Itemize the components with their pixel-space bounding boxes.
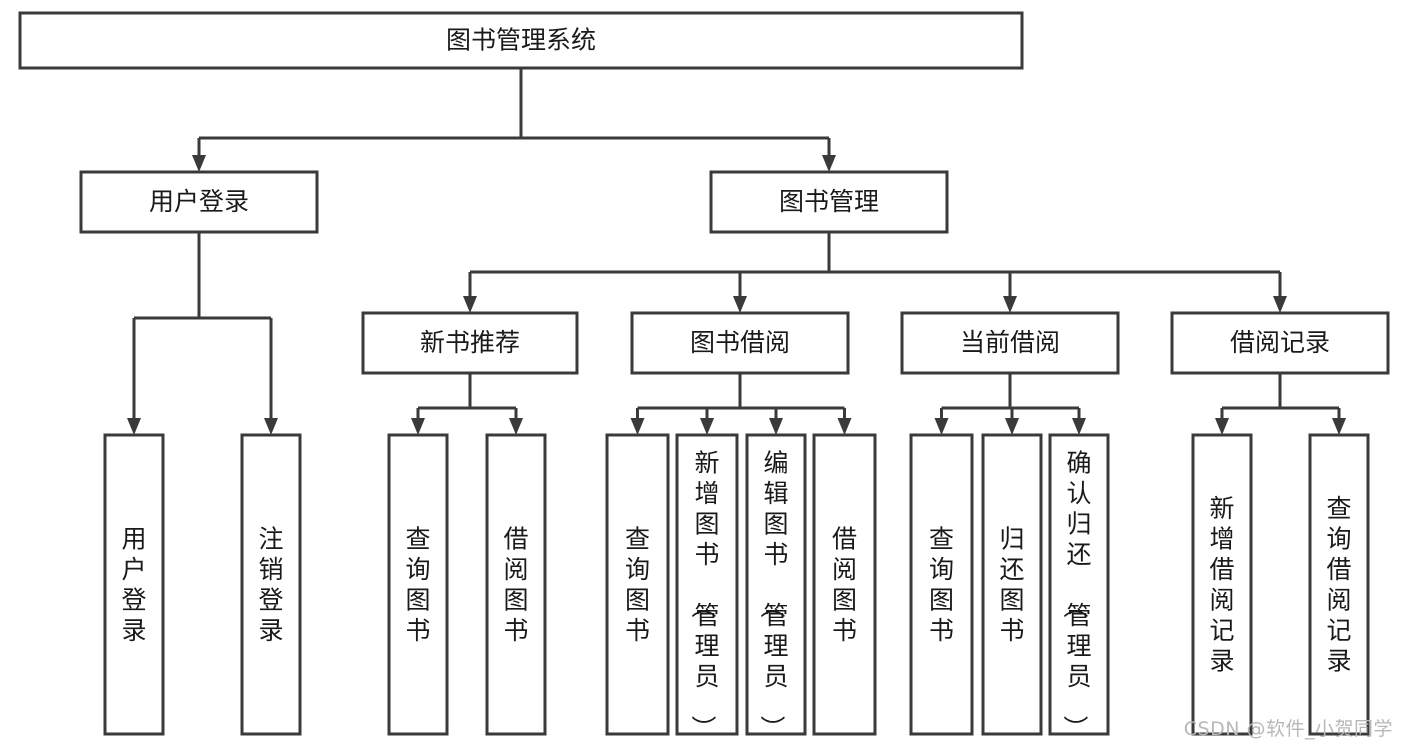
arrow-head-icon bbox=[630, 418, 645, 435]
node-label-bb-borrow-book: 借阅图书 bbox=[832, 525, 857, 646]
node-cb-return-book[interactable]: 归还图书 bbox=[981, 433, 1043, 736]
watermark-label: CSDN @软件_小贺同学 bbox=[1183, 718, 1393, 740]
node-label-current-borrow: 当前借阅 bbox=[960, 328, 1060, 357]
arrow-head-icon bbox=[192, 155, 206, 172]
arrow-head-icon bbox=[509, 418, 523, 435]
arrow-head-icon bbox=[700, 418, 714, 435]
connectors-layer bbox=[127, 68, 1346, 435]
arrow-head-icon bbox=[1072, 418, 1086, 435]
arrow-head-icon bbox=[934, 418, 949, 435]
node-label-cb-confirm-return: 确认归还（管理员） bbox=[1060, 448, 1091, 740]
node-box-undefined[interactable] bbox=[18, 11, 1024, 70]
node-bb-borrow-book[interactable]: 借阅图书 bbox=[812, 433, 877, 736]
node-label-user-login: 用户登录 bbox=[149, 187, 249, 216]
node-box-user-login[interactable] bbox=[79, 170, 319, 234]
node-label-cb-return-book: 归还图书 bbox=[999, 525, 1024, 646]
node-box-current-borrow[interactable] bbox=[900, 311, 1120, 375]
node-undefined[interactable]: 图书管理系统 bbox=[18, 11, 1024, 70]
node-box-bb-query-book[interactable] bbox=[605, 433, 670, 736]
node-label-nbr-borrow-book: 借阅图书 bbox=[503, 525, 528, 646]
node-box-br-query-record[interactable] bbox=[1308, 433, 1370, 736]
node-box-bb-edit-book[interactable] bbox=[745, 433, 807, 736]
node-book-borrow[interactable]: 图书借阅 bbox=[630, 311, 850, 375]
node-label-book-borrow: 图书借阅 bbox=[690, 328, 790, 357]
node-box-bb-borrow-book[interactable] bbox=[812, 433, 877, 736]
node-box-br-add-record[interactable] bbox=[1191, 433, 1253, 736]
node-new-book-recommend[interactable]: 新书推荐 bbox=[361, 311, 579, 375]
node-label-user-logout-leaf: 注销登录 bbox=[258, 525, 283, 646]
node-box-book-management[interactable] bbox=[709, 170, 949, 234]
arrow-head-icon bbox=[1215, 418, 1229, 435]
arrow-head-icon bbox=[822, 155, 836, 172]
arrow-head-icon bbox=[769, 418, 783, 435]
node-label-new-book-recommend: 新书推荐 bbox=[420, 328, 520, 357]
node-label-undefined: 图书管理系统 bbox=[446, 26, 596, 55]
node-box-cb-query-book[interactable] bbox=[909, 433, 974, 736]
node-label-bb-add-book: 新增图书（管理员） bbox=[688, 448, 719, 740]
arrow-head-icon bbox=[264, 418, 278, 435]
node-box-user-login-leaf[interactable] bbox=[103, 433, 165, 736]
node-box-user-logout-leaf[interactable] bbox=[240, 433, 302, 736]
node-cb-confirm-return[interactable]: 确认归还（管理员） bbox=[1048, 433, 1110, 740]
node-current-borrow[interactable]: 当前借阅 bbox=[900, 311, 1120, 375]
node-box-nbr-borrow-book[interactable] bbox=[485, 433, 547, 736]
arrow-head-icon bbox=[411, 418, 425, 435]
arrow-head-icon bbox=[127, 418, 141, 435]
node-box-cb-confirm-return[interactable] bbox=[1048, 433, 1110, 736]
node-nbr-borrow-book[interactable]: 借阅图书 bbox=[485, 433, 547, 736]
node-bb-add-book[interactable]: 新增图书（管理员） bbox=[675, 433, 739, 740]
arrow-head-icon bbox=[1332, 418, 1346, 435]
node-br-query-record[interactable]: 查询借阅记录 bbox=[1308, 433, 1370, 736]
node-cb-query-book[interactable]: 查询图书 bbox=[909, 433, 974, 736]
arrow-head-icon bbox=[837, 418, 852, 435]
node-label-br-add-record: 新增借阅记录 bbox=[1209, 494, 1234, 676]
node-book-management[interactable]: 图书管理 bbox=[709, 170, 949, 234]
arrow-head-icon bbox=[1005, 418, 1019, 435]
node-user-login-leaf[interactable]: 用户登录 bbox=[103, 433, 165, 736]
arrow-head-icon bbox=[1273, 296, 1287, 313]
node-box-new-book-recommend[interactable] bbox=[361, 311, 579, 375]
node-label-user-login-leaf: 用户登录 bbox=[121, 525, 146, 646]
node-label-bb-query-book: 查询图书 bbox=[625, 525, 650, 646]
arrow-head-icon bbox=[463, 296, 477, 313]
arrow-head-icon bbox=[733, 296, 747, 313]
node-box-borrow-record[interactable] bbox=[1170, 311, 1390, 375]
node-label-nbr-query-book: 查询图书 bbox=[405, 525, 430, 646]
node-label-borrow-record: 借阅记录 bbox=[1230, 328, 1330, 357]
node-nbr-query-book[interactable]: 查询图书 bbox=[387, 433, 449, 736]
node-borrow-record[interactable]: 借阅记录 bbox=[1170, 311, 1390, 375]
node-label-bb-edit-book: 编辑图书（管理员） bbox=[757, 448, 788, 740]
node-label-book-management: 图书管理 bbox=[779, 187, 879, 216]
nodes-layer: 图书管理系统用户登录图书管理用户登录注销登录新书推荐查询图书借阅图书图书借阅查询… bbox=[18, 11, 1390, 740]
arrow-head-icon bbox=[1003, 296, 1017, 313]
node-label-br-query-record: 查询借阅记录 bbox=[1326, 494, 1351, 676]
node-label-cb-query-book: 查询图书 bbox=[929, 525, 954, 646]
node-user-logout-leaf[interactable]: 注销登录 bbox=[240, 433, 302, 736]
node-box-bb-add-book[interactable] bbox=[675, 433, 739, 736]
node-br-add-record[interactable]: 新增借阅记录 bbox=[1191, 433, 1253, 736]
node-box-book-borrow[interactable] bbox=[630, 311, 850, 375]
node-user-login[interactable]: 用户登录 bbox=[79, 170, 319, 234]
node-box-nbr-query-book[interactable] bbox=[387, 433, 449, 736]
node-box-cb-return-book[interactable] bbox=[981, 433, 1043, 736]
node-bb-query-book[interactable]: 查询图书 bbox=[605, 433, 670, 736]
node-bb-edit-book[interactable]: 编辑图书（管理员） bbox=[745, 433, 807, 740]
